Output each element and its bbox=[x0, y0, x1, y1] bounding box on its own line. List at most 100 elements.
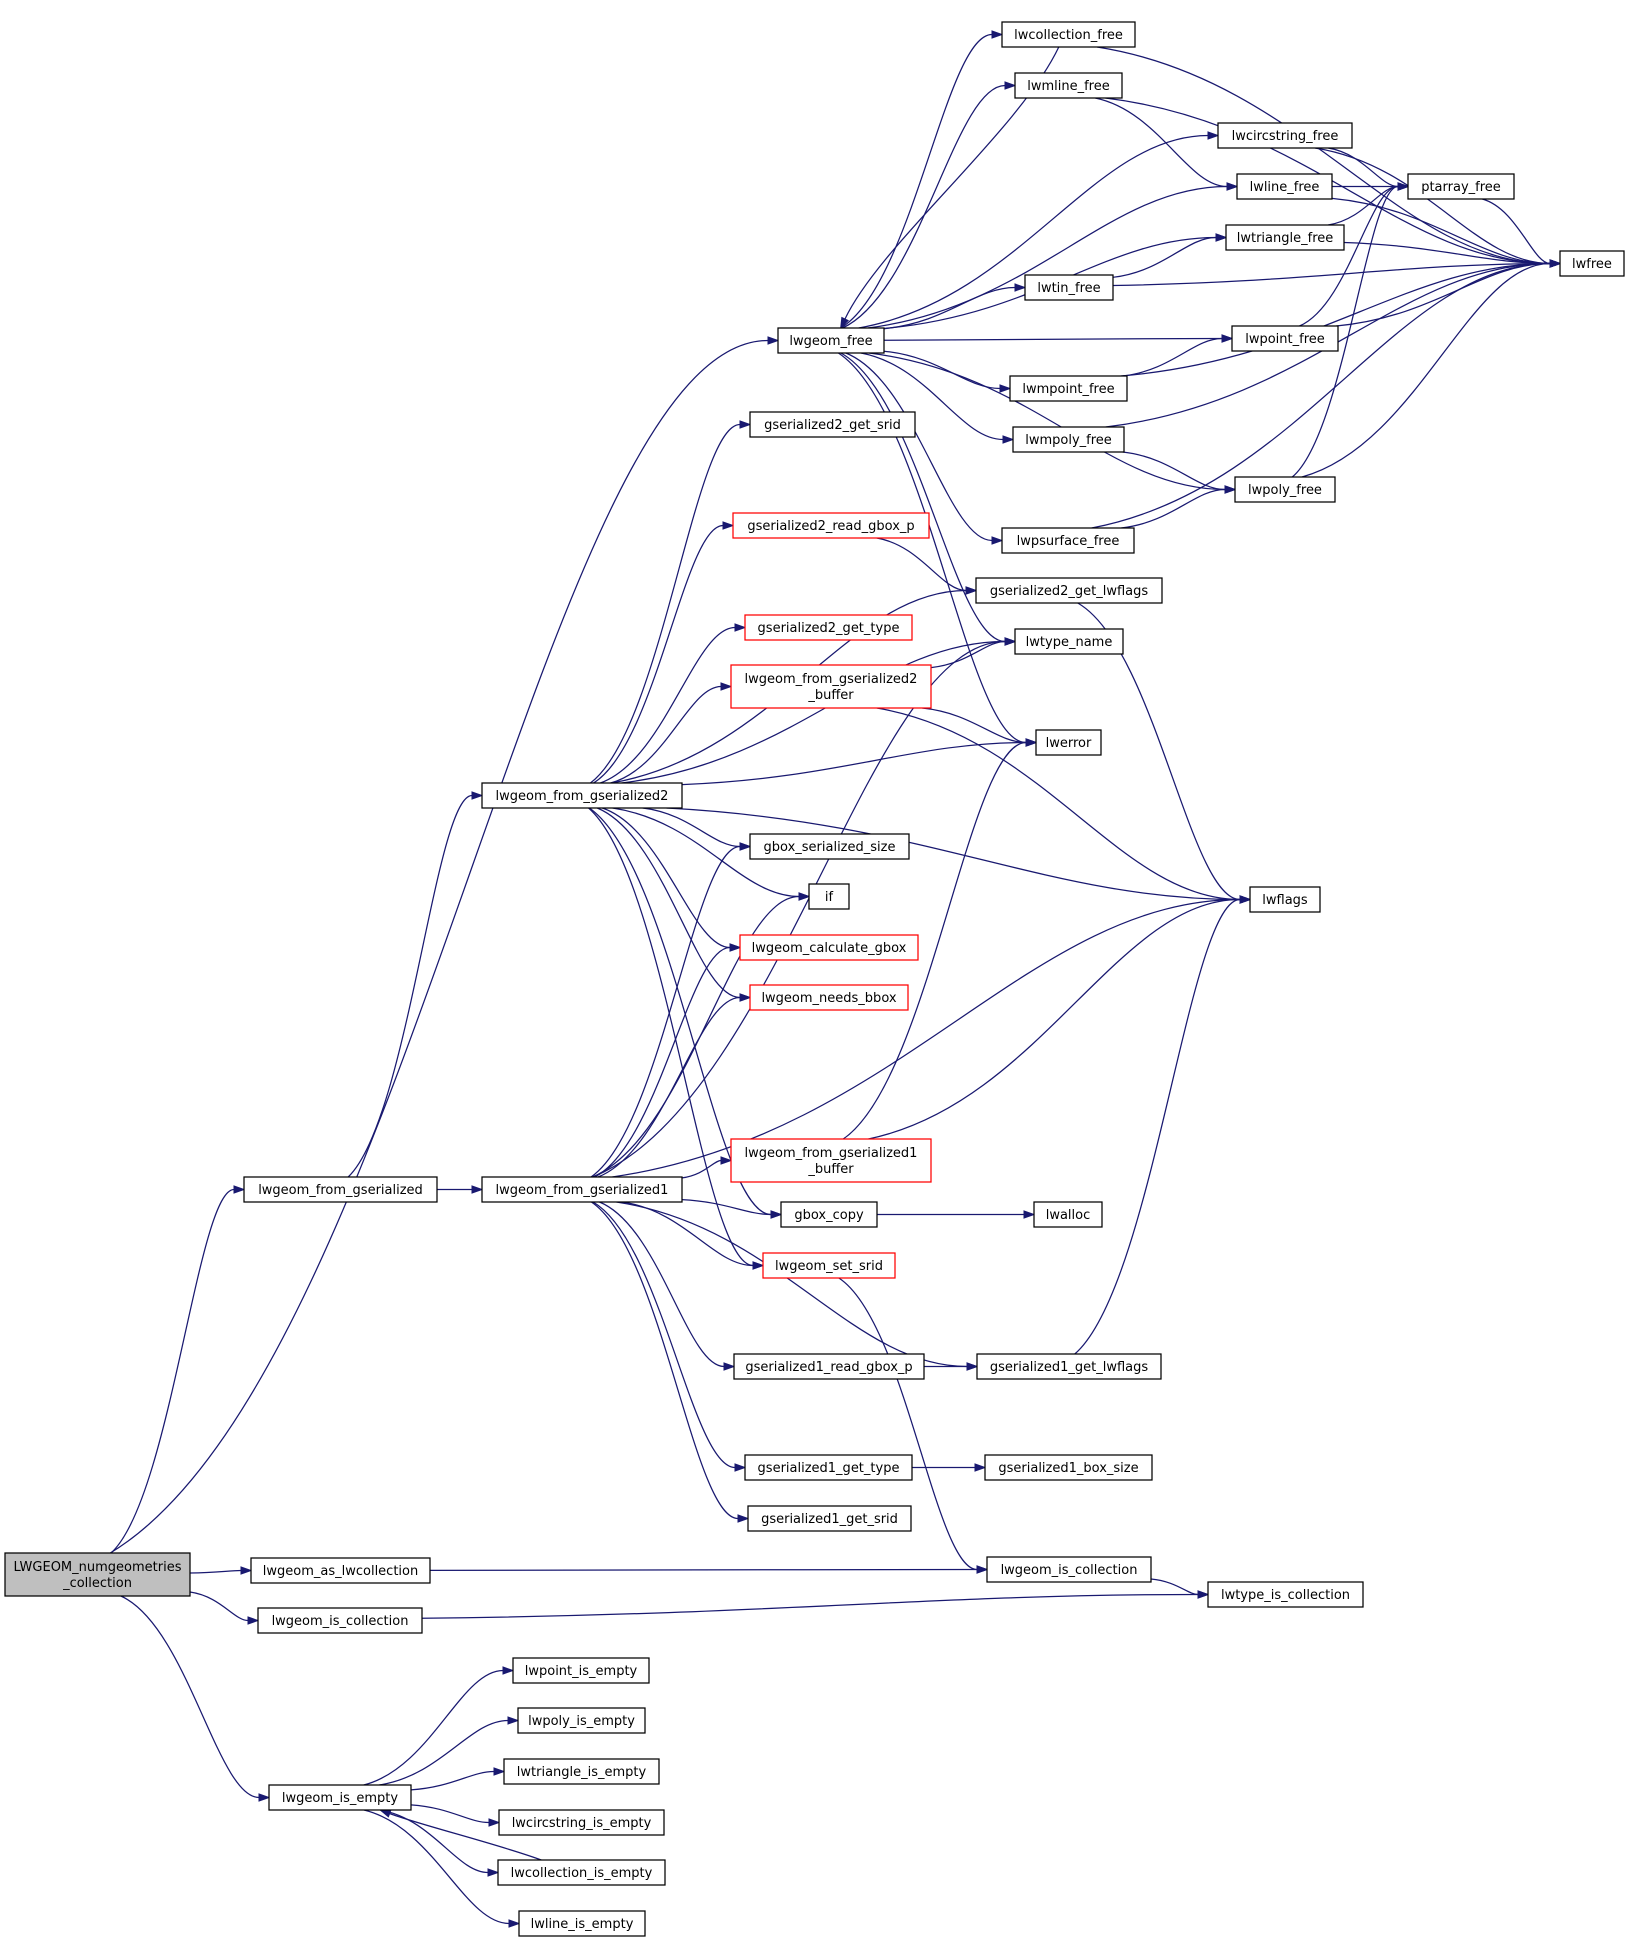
node-label: _buffer bbox=[807, 1162, 854, 1177]
node-gbox-serialized-size[interactable]: gbox_serialized_size bbox=[749, 833, 910, 860]
arrowhead bbox=[1239, 895, 1252, 904]
edge-line bbox=[189, 1569, 242, 1574]
node-lwpsurface-free[interactable]: lwpsurface_free bbox=[1001, 527, 1135, 554]
edge-line bbox=[666, 807, 1241, 901]
node-lwline-is-empty[interactable]: lwline_is_empty bbox=[518, 1910, 646, 1937]
node-gserialized2-get-lwflags[interactable]: gserialized2_get_lwflags bbox=[975, 577, 1163, 604]
node-lwcircstring-free[interactable]: lwcircstring_free bbox=[1217, 122, 1353, 149]
edge-line bbox=[591, 1201, 739, 1520]
node-lwgeom-from-gserialized2-buffer[interactable]: lwgeom_from_gserialized2_buffer bbox=[730, 664, 932, 709]
node-gserialized2-get-srid[interactable]: gserialized2_get_srid bbox=[749, 411, 916, 438]
edge-lwcircstring-free-to-lwfree bbox=[1314, 147, 1562, 268]
node-box bbox=[984, 1454, 1153, 1481]
node-lwgeom-free[interactable]: lwgeom_free bbox=[777, 327, 885, 354]
edge-line bbox=[1122, 337, 1223, 377]
node-lwpoint-free[interactable]: lwpoint_free bbox=[1231, 325, 1339, 352]
node-lwgeom-from-gserialized[interactable]: lwgeom_from_gserialized bbox=[243, 1176, 438, 1203]
edge-lwcollection-is-empty-to-lwgeom-is-empty bbox=[378, 1809, 542, 1861]
node-lwline-free[interactable]: lwline_free bbox=[1236, 173, 1333, 200]
node-gserialized2-get-type[interactable]: gserialized2_get_type bbox=[744, 614, 913, 641]
node-lwtriangle-free[interactable]: lwtriangle_free bbox=[1225, 224, 1345, 251]
node-lwtin-free[interactable]: lwtin_free bbox=[1024, 274, 1114, 301]
node-lwfree[interactable]: lwfree bbox=[1559, 250, 1625, 277]
edge-lwgeom-from-gserialized2-to-lwgeom-from-gserialized2-buffer bbox=[610, 682, 733, 784]
edge-lwgeom-from-gserialized2-to-gserialized2-read-gbox-p bbox=[593, 521, 735, 784]
node-lwmpoly-free[interactable]: lwmpoly_free bbox=[1012, 426, 1125, 453]
node-lwtriangle-is-empty[interactable]: lwtriangle_is_empty bbox=[503, 1758, 660, 1785]
arrowhead bbox=[739, 993, 752, 1002]
node-lwpoly-free[interactable]: lwpoly_free bbox=[1234, 476, 1336, 503]
node-lwcollection-free[interactable]: lwcollection_free bbox=[1001, 21, 1136, 48]
node-lwgeom-is-empty[interactable]: lwgeom_is_empty bbox=[268, 1784, 412, 1811]
edge-line bbox=[1091, 262, 1551, 529]
edge-line bbox=[1482, 198, 1551, 265]
node-lwgeom-from-gserialized1[interactable]: lwgeom_from_gserialized1 bbox=[481, 1176, 683, 1203]
edge-line bbox=[429, 1568, 978, 1572]
node-lwgeom-calculate-gbox[interactable]: lwgeom_calculate_gbox bbox=[739, 934, 919, 961]
edge-line bbox=[867, 185, 1228, 329]
arrowhead bbox=[508, 1919, 521, 1928]
edge-lwgeom-free-to-lwcircstring-free bbox=[858, 131, 1220, 329]
edge-lwpoly-free-to-ptarray-free bbox=[1291, 182, 1410, 478]
node-lwcollection-is-empty[interactable]: lwcollection_is_empty bbox=[497, 1859, 666, 1886]
node-gserialized2-read-gbox-p[interactable]: gserialized2_read_gbox_p bbox=[732, 512, 930, 539]
node-lwalloc[interactable]: lwalloc bbox=[1033, 1201, 1103, 1228]
edge-line bbox=[590, 423, 741, 784]
node-lwmline-free[interactable]: lwmline_free bbox=[1014, 72, 1123, 99]
node-lwtype-name[interactable]: lwtype_name bbox=[1014, 628, 1124, 655]
node-lwpoint-is-empty[interactable]: lwpoint_is_empty bbox=[512, 1657, 650, 1684]
node-gserialized1-get-srid[interactable]: gserialized1_get_srid bbox=[747, 1505, 912, 1532]
edge-line bbox=[597, 807, 741, 999]
node-box bbox=[517, 1707, 646, 1734]
edge-lwgeom-free-to-lwpoint-free bbox=[883, 334, 1234, 343]
node-label: lwgeom_from_gserialized2 bbox=[745, 672, 918, 687]
node-box bbox=[503, 1758, 660, 1785]
node-lwgeom-is-collection-a[interactable]: lwgeom_is_collection bbox=[257, 1607, 423, 1634]
arrowhead bbox=[471, 791, 484, 800]
edge-line bbox=[602, 807, 731, 949]
edge-line bbox=[1096, 46, 1551, 265]
node-if[interactable]: if bbox=[808, 883, 850, 910]
node-gserialized1-get-type[interactable]: gserialized1_get_type bbox=[744, 1454, 913, 1481]
node-lwpoly-is-empty[interactable]: lwpoly_is_empty bbox=[517, 1707, 646, 1734]
node-lwgeom-from-gserialized1-buffer[interactable]: lwgeom_from_gserialized1_buffer bbox=[730, 1138, 932, 1183]
edge-line bbox=[642, 807, 741, 848]
node-ptarray-free[interactable]: ptarray_free bbox=[1407, 173, 1515, 200]
edge-line bbox=[876, 537, 967, 592]
node-lwtype-is-collection[interactable]: lwtype_is_collection bbox=[1207, 1581, 1364, 1608]
node-lwgeom-is-collection-b[interactable]: lwgeom_is_collection bbox=[986, 1556, 1152, 1583]
node-box bbox=[1207, 1581, 1364, 1608]
node-box bbox=[975, 577, 1163, 604]
node-lwmpoint-free[interactable]: lwmpoint_free bbox=[1009, 375, 1128, 402]
call-edges bbox=[109, 30, 1562, 1928]
arrowhead bbox=[767, 336, 780, 345]
edge-line bbox=[858, 134, 1209, 329]
node-label: lwpsurface_free bbox=[1017, 534, 1120, 549]
node-box bbox=[780, 1201, 878, 1228]
arrowhead bbox=[1221, 334, 1234, 343]
edge-line bbox=[410, 1770, 495, 1791]
node-lwflags[interactable]: lwflags bbox=[1249, 886, 1321, 913]
node-gserialized1-box-size[interactable]: gserialized1_box_size bbox=[984, 1454, 1153, 1481]
edge-lwgeom-free-to-lwpsurface-free bbox=[845, 352, 1004, 545]
edge-line bbox=[594, 946, 731, 1178]
node-label: lwtriangle_is_empty bbox=[517, 1765, 647, 1780]
edge-lwpsurface-free-to-lwpoly-free bbox=[1121, 485, 1237, 529]
node-lwgeom-needs-bbox[interactable]: lwgeom_needs_bbox bbox=[749, 984, 909, 1011]
edge-line bbox=[612, 807, 800, 898]
node-lwcircstring-is-empty[interactable]: lwcircstring_is_empty bbox=[498, 1809, 665, 1836]
node-lwgeom-set-srid[interactable]: lwgeom_set_srid bbox=[762, 1252, 896, 1279]
node-label: _collection bbox=[62, 1576, 132, 1591]
node-gserialized1-get-lwflags[interactable]: gserialized1_get_lwflags bbox=[976, 1353, 1162, 1380]
edge-line bbox=[883, 337, 1223, 341]
node-box bbox=[1035, 729, 1102, 756]
node-root[interactable]: LWGEOM_numgeometries_collection bbox=[4, 1552, 191, 1597]
edge-line bbox=[1291, 185, 1399, 478]
node-gserialized1-read-gbox-p[interactable]: gserialized1_read_gbox_p bbox=[733, 1353, 925, 1380]
edge-line bbox=[592, 640, 1006, 1178]
node-lwgeom-as-lwcollection[interactable]: lwgeom_as_lwcollection bbox=[250, 1557, 431, 1584]
edge-lwgeom-from-gserialized-to-lwgeom-from-gserialized1 bbox=[437, 1185, 484, 1194]
node-lwerror[interactable]: lwerror bbox=[1035, 729, 1102, 756]
node-lwgeom-from-gserialized2[interactable]: lwgeom_from_gserialized2 bbox=[481, 782, 683, 809]
node-gbox-copy[interactable]: gbox_copy bbox=[780, 1201, 878, 1228]
